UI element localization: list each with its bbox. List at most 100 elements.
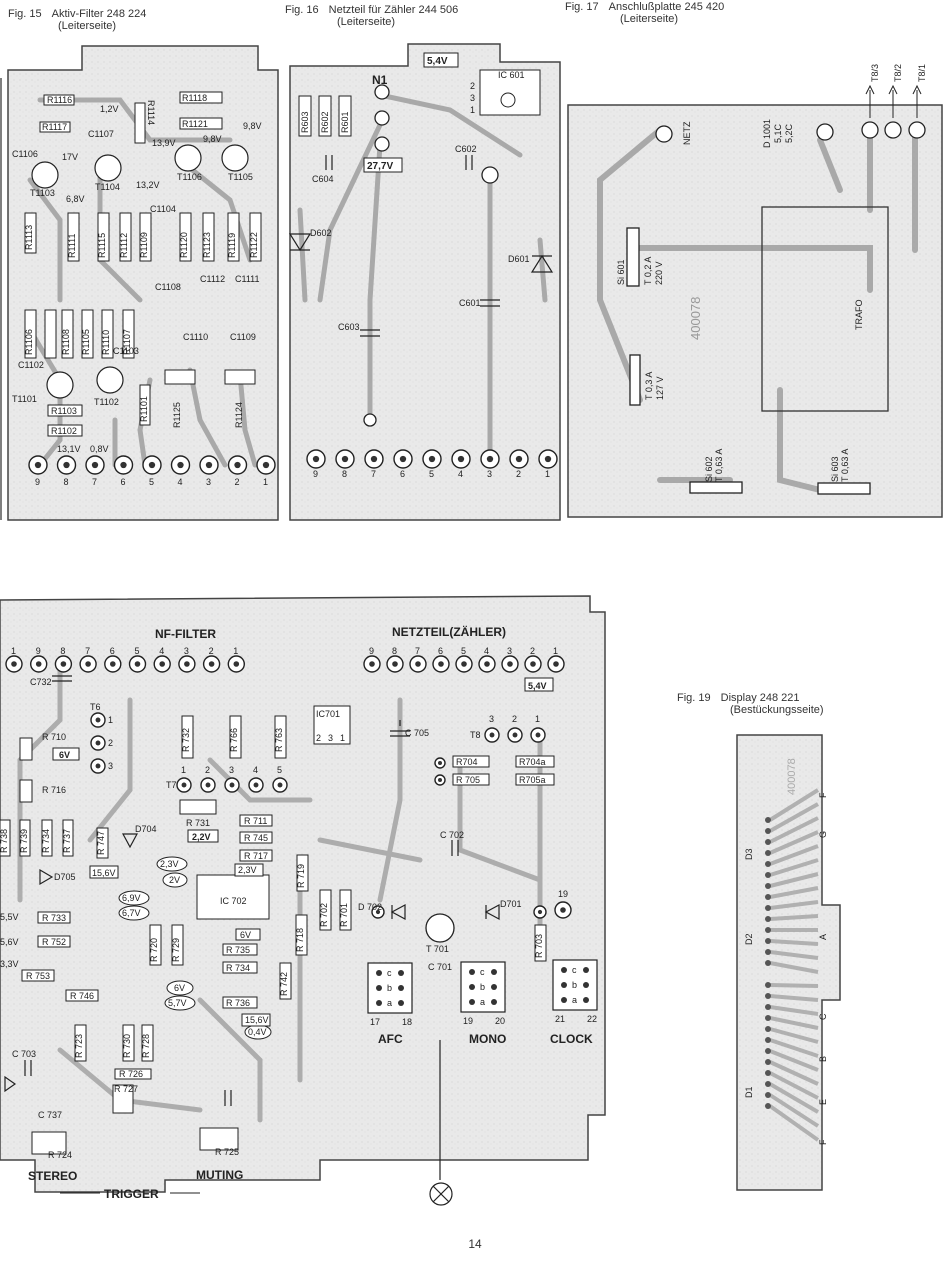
t8-pin-label-0: 3 [489,714,494,724]
label-r1106: R1106 [24,329,34,355]
fig15-pin-label-5: 4 [178,477,183,487]
label-d705: D705 [54,872,76,882]
r1123 [202,212,215,262]
label-t1103: T1103 [30,188,55,198]
box-15-6v [89,865,119,879]
label-r734: R 734 [41,829,51,853]
fig19-subtitle: (Bestückungsseite) [730,704,824,716]
fig19-trace [769,816,819,844]
fig19-pad [765,1070,771,1076]
label-r1101: R1101 [139,396,149,422]
r1116 [43,94,75,106]
label-r1111: R1111 [67,233,77,258]
fig16-pad-1-hole [341,455,349,463]
nt-pin-label-4: 5 [461,646,466,656]
fig15-pin-label-1: 8 [64,477,69,487]
label-trafo: TRAFO [854,300,864,331]
fig15-pin-label-7: 2 [235,477,240,487]
r724-pot [31,1131,67,1155]
r753 [21,969,55,982]
label-si601-rating: T 0,2 A [643,257,653,285]
volt-2-2v: 2,2V [192,832,211,842]
label-d1001-a: 5,1C [773,123,783,143]
diode-d704 [121,833,139,849]
label-r1109: R1109 [139,232,149,258]
fig15-number: Fig. 15 [8,8,42,20]
label-d1001-b: 5,2C [784,123,794,143]
ic601-tab-hole [500,92,516,108]
volt-17v: 17V [62,152,78,162]
t6-pin-label-1: 2 [108,738,113,748]
label-c1104: C1104 [150,204,176,214]
r738 [0,819,11,857]
label-d702: D 702 [358,902,382,912]
r1114 [134,102,146,144]
label-r705a: R705a [519,775,546,785]
nf-pad-7-hole [184,661,190,667]
r716 [19,779,33,803]
label-r1125: R1125 [172,402,182,428]
label-r736: R 736 [226,998,250,1008]
fig19-label-b: B [818,1056,828,1062]
nt-pin-label-0: 9 [369,646,374,656]
label-r738: R 738 [0,829,9,853]
fig19-pad [765,1048,771,1054]
r719 [296,854,309,892]
r1117 [39,121,71,133]
fig19-label-e: E [818,1099,828,1105]
fig19-trace [769,983,819,988]
label-r603: R603 [300,111,310,133]
label-r720: R 720 [149,938,159,962]
label-t1106: T1106 [177,172,202,182]
label-r702: R 702 [319,903,329,927]
fig19-pad [765,883,771,889]
r1106 [24,309,37,359]
fig19-pad [765,927,771,933]
pad-d702-left-hole [375,909,381,915]
nt-pad-3-hole [438,661,444,667]
label-mono: MONO [469,1032,506,1046]
r717 [239,849,273,862]
fig19-board: 400078 F G D1 D2 D3 A B C E F [736,734,841,1191]
fig19-pad [765,993,771,999]
label-r735: R 735 [226,945,250,955]
label-c1107: C1107 [88,129,114,139]
label-r742: R 742 [279,972,289,996]
switch-1-row-0: c [480,967,485,977]
volt-3-3v: 3,3V [0,959,19,969]
fig19-pad [765,949,771,955]
r1107 [122,309,135,359]
label-t8-2: T8/2 [893,64,903,82]
fig15-pad-0-hole [34,461,42,469]
fig19-pad [765,1015,771,1021]
r720 [149,924,162,966]
r763 [274,715,287,759]
r1124-pot [224,369,256,385]
label-afc: AFC [378,1032,403,1046]
pad-r705-left-hole [438,778,442,782]
label-r1108: R1108 [61,329,71,355]
label-r703: R 703 [534,934,544,958]
fig15-pad-8-hole [262,461,270,469]
fig19-stamp: 400078 [786,758,798,795]
label-r752: R 752 [42,937,66,947]
fig16-pin-label-2: 7 [371,469,376,479]
t6-pad-0-hole [95,717,101,723]
fig16-pin-label-6: 3 [487,469,492,479]
switch-0-pin-a: 17 [370,1017,380,1027]
switch-0-contact [398,1000,404,1006]
fuse-si603 [817,482,871,495]
switch-1-contact [469,969,475,975]
switch-1-contact [469,999,475,1005]
fig19-trace [768,1082,820,1114]
switch-0-contact [376,985,382,991]
nf-pad-8-hole [208,661,215,667]
fig16-title: Netzteil für Zähler 244 506 [328,4,459,16]
r730 [122,1024,135,1062]
r752 [37,935,71,948]
switch-0-contact [376,970,382,976]
label-nf-filter: NF-FILTER [155,627,216,641]
fig19-pad [765,1092,771,1098]
r747 [96,827,109,859]
